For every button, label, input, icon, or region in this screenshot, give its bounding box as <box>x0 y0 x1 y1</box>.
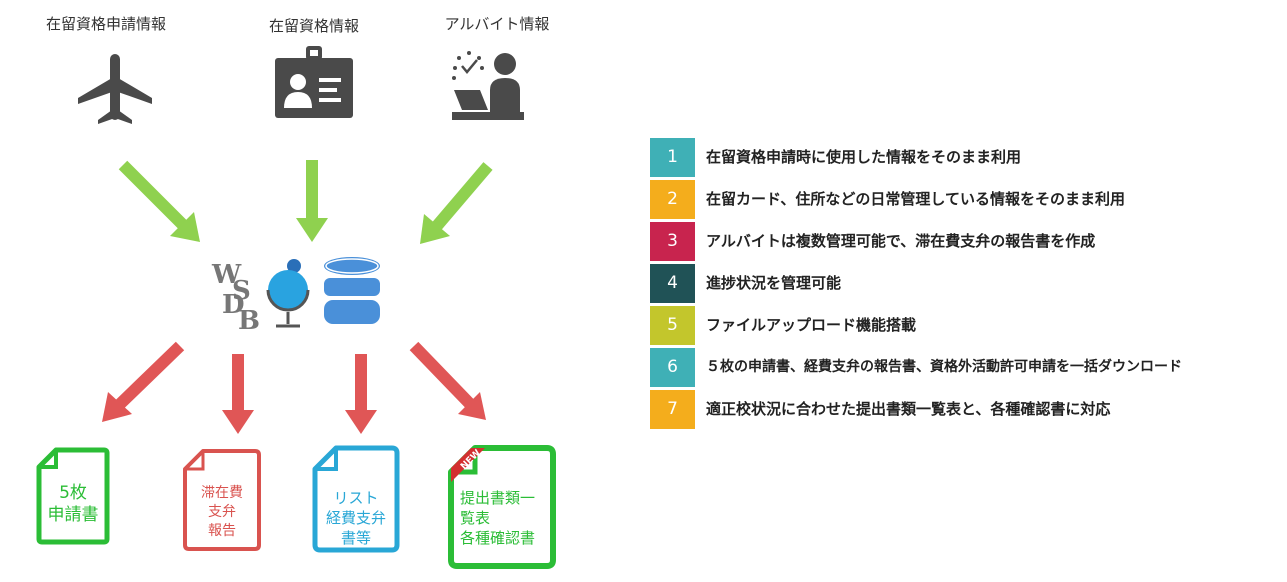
doc-label-submission-list: 提出書類一 覧表 各種確認書 <box>460 488 535 548</box>
feature-row-3: 3 アルバイトは複数管理可能で、滞在費支弁の報告書を作成 <box>650 222 1287 261</box>
airplane-icon <box>78 54 152 124</box>
source-label-residence: 在留資格情報 <box>268 17 360 35</box>
feature-text: 適正校状況に合わせた提出書類一覧表と、各種確認書に対応 <box>706 400 1111 418</box>
feature-number: 2 <box>650 180 695 219</box>
feature-text: 進捗状況を管理可能 <box>706 274 842 292</box>
doc-line: 滞在費 <box>201 485 243 501</box>
feature-row-6: 6 ５枚の申請書、経費支弁の報告書、資格外活動許可申請を一括ダウンロード <box>650 348 1287 387</box>
logo-letter-d: D <box>222 290 245 320</box>
feature-row-5: 5 ファイルアップロード機能搭載 <box>650 306 1287 345</box>
globe-icon <box>266 259 310 328</box>
doc-icon-expense-list <box>312 445 400 553</box>
arrow-in-right <box>420 162 493 244</box>
doc-line: 書等 <box>340 529 372 547</box>
doc-icon-application-forms <box>36 447 110 545</box>
arrow-out-1 <box>102 341 185 422</box>
arrow-in-center <box>296 160 328 242</box>
feature-number: 6 <box>650 348 695 387</box>
feature-number: 7 <box>650 390 695 429</box>
source-label-application: 在留資格申請情報 <box>45 15 167 33</box>
doc-line: 提出書類一 <box>460 489 536 507</box>
feature-text: アルバイトは複数管理可能で、滞在費支弁の報告書を作成 <box>706 232 1096 250</box>
logo-letter-b: B <box>238 306 260 336</box>
arrow-out-2 <box>222 354 254 434</box>
logo-letter-s: S <box>232 276 251 306</box>
feature-text: 在留資格申請時に使用した情報をそのまま利用 <box>706 148 1022 166</box>
worker-at-desk-icon <box>452 51 524 120</box>
feature-text: ファイルアップロード機能搭載 <box>706 316 917 334</box>
feature-number: 5 <box>650 306 695 345</box>
feature-text: 在留カード、住所などの日常管理している情報をそのまま利用 <box>706 190 1125 208</box>
doc-line: 各種確認書 <box>460 529 536 547</box>
feature-row-1: 1 在留資格申請時に使用した情報をそのまま利用 <box>650 138 1287 177</box>
outgoing-arrows <box>102 341 486 434</box>
doc-line: 報告 <box>208 523 236 539</box>
database-icon <box>324 257 380 324</box>
doc-label-expense-list: リスト 経費支弁 書等 <box>326 488 386 548</box>
doc-icon-submission-list <box>448 445 556 569</box>
doc-icon-stay-cost-report <box>183 449 261 551</box>
doc-line: 支弁 <box>208 504 236 520</box>
feature-number: 1 <box>650 138 695 177</box>
arrow-out-4 <box>409 341 486 420</box>
doc-label-stay-cost-report: 滞在費 支弁 報告 <box>201 484 243 541</box>
feature-row-2: 2 在留カード、住所などの日常管理している情報をそのまま利用 <box>650 180 1287 219</box>
doc-line: 申請書 <box>47 505 99 525</box>
id-card-icon <box>275 46 353 118</box>
doc-line: 経費支弁 <box>325 509 387 527</box>
feature-row-4: 4 進捗状況を管理可能 <box>650 264 1287 303</box>
feature-text: ５枚の申請書、経費支弁の報告書、資格外活動許可申請を一括ダウンロード <box>706 359 1182 375</box>
incoming-arrows <box>118 160 493 244</box>
source-label-parttime: アルバイト情報 <box>444 15 550 33</box>
arrow-out-3 <box>345 354 377 434</box>
arrow-in-left <box>118 160 200 242</box>
logo-letter-w: W <box>212 260 242 290</box>
doc-line: 覧表 <box>460 509 491 527</box>
doc-label-application-forms: 5枚 申請書 <box>48 482 99 526</box>
doc-line: リスト <box>333 489 379 507</box>
feature-row-7: 7 適正校状況に合わせた提出書類一覧表と、各種確認書に対応 <box>650 390 1287 429</box>
wsdb-logo: W S D B <box>208 256 318 336</box>
feature-number: 4 <box>650 264 695 303</box>
doc-line: 5枚 <box>59 483 87 503</box>
feature-number: 3 <box>650 222 695 261</box>
